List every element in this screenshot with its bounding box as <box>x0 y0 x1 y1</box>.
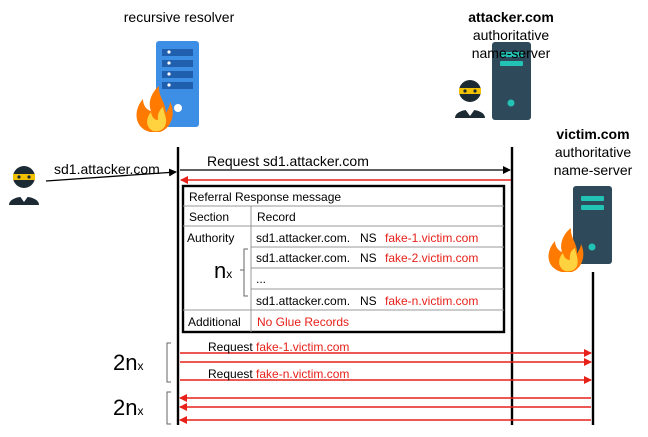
fanout-request-1-label: Request fake-1.victim.com <box>208 340 349 354</box>
response-count-brace <box>166 391 171 425</box>
attacker-server-icon <box>492 42 531 120</box>
attacker-hacker-icon <box>455 80 485 118</box>
client-hacker-icon <box>9 166 39 205</box>
record-ellipsis: ... <box>256 272 267 286</box>
records-multiplier-main: n <box>214 258 227 283</box>
response-count-main: 2n <box>113 395 138 420</box>
resolver-label: recursive resolver <box>123 9 235 25</box>
fanout-request-n-word: Request <box>208 367 253 381</box>
response-count-sub: x <box>137 404 144 418</box>
record-2-name: sd1.attacker.com. <box>256 251 351 265</box>
record-1-type: NS <box>360 231 377 245</box>
authority-label: Authority <box>187 231 235 245</box>
response-count-label: 2nx <box>113 396 143 423</box>
referral-title: Referral Response message <box>189 190 342 204</box>
fanout-request-n-label: Request fake-n.victim.com <box>208 367 349 381</box>
referral-table <box>181 184 506 334</box>
records-multiplier: nx <box>214 259 232 286</box>
record-1-target: fake-1.victim.com <box>385 231 479 245</box>
additional-label: Additional <box>188 315 241 329</box>
attacker-ns-line2: name-server <box>471 45 551 61</box>
request-count-label: 2nx <box>113 351 143 378</box>
record-2-type: NS <box>360 251 377 265</box>
resolver-server-icon <box>156 41 199 127</box>
attacker-ns-line1: authoritative <box>472 27 550 43</box>
column-record-header: Record <box>257 210 296 224</box>
records-multiplier-sub: x <box>226 267 233 281</box>
fanout-request-n-target: fake-n.victim.com <box>256 367 350 381</box>
fanout-request-1-word: Request <box>208 340 253 354</box>
victim-ns-line2: name-server <box>553 162 633 178</box>
record-n-target: fake-n.victim.com <box>385 294 479 308</box>
additional-value: No Glue Records <box>257 315 350 329</box>
column-section-header: Section <box>189 210 230 224</box>
record-n-type: NS <box>360 294 377 308</box>
record-1-name: sd1.attacker.com. <box>256 231 351 245</box>
victim-fire-icon <box>548 228 584 272</box>
fanout-request-1-target: fake-1.victim.com <box>256 340 350 354</box>
request-count-brace <box>166 342 171 383</box>
victim-server-icon <box>573 186 612 264</box>
client-query-label: sd1.attacker.com <box>54 161 160 177</box>
request-count-sub: x <box>137 359 144 373</box>
victim-ns-name: victim.com <box>556 126 630 142</box>
request-label: Request sd1.attacker.com <box>207 153 369 169</box>
resolver-fire-icon <box>136 86 173 132</box>
record-2-target: fake-2.victim.com <box>385 251 479 265</box>
record-n-name: sd1.attacker.com. <box>256 294 351 308</box>
client-query-arrow <box>45 168 177 182</box>
request-count-main: 2n <box>113 350 138 375</box>
victim-ns-line1: authoritative <box>554 144 632 160</box>
attacker-ns-name: attacker.com <box>468 9 554 25</box>
